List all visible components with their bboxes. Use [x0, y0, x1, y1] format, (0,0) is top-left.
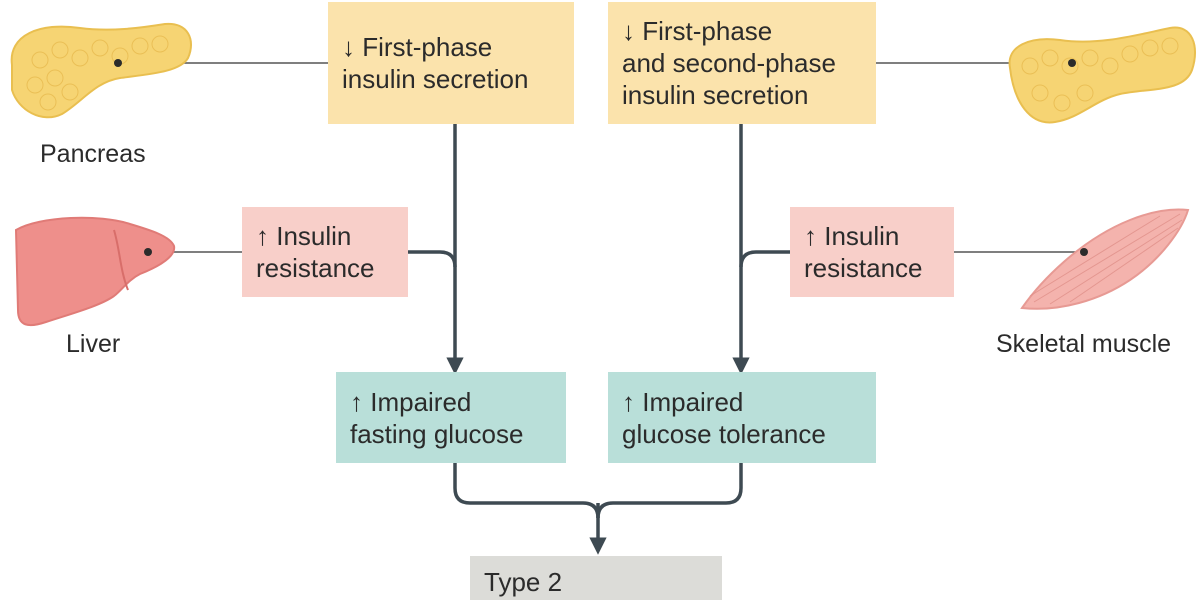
muscle-resistance-merge — [739, 250, 790, 268]
liver-label: Liver — [66, 330, 121, 358]
skeletal-muscle-illustration — [1020, 208, 1190, 310]
box-line: resistance — [804, 253, 923, 283]
liver-insulin-resistance-box: ↑ Insulin resistance — [242, 207, 408, 297]
liver-illustration — [14, 216, 176, 327]
ifg-to-outcome-line — [453, 463, 600, 519]
pancreas-label: Pancreas — [40, 140, 146, 168]
box-line: insulin secretion — [622, 80, 809, 110]
box-line: fasting glucose — [350, 418, 524, 449]
first-and-second-phase-secretion-box: ↓ First-phase and second-phase insulin s… — [608, 2, 876, 124]
box-line: and second-phase — [622, 48, 836, 78]
box-line: ↑ Insulin — [804, 221, 900, 251]
liver-resistance-merge — [408, 250, 457, 268]
impaired-fasting-glucose-box: ↑ Impaired fasting glucose — [336, 372, 566, 463]
box-line: glucose tolerance — [622, 418, 826, 449]
box-line: ↑ Impaired — [350, 386, 472, 417]
box-line: ↓ First-phase — [622, 16, 773, 46]
impaired-glucose-tolerance-box: ↑ Impaired glucose tolerance — [608, 372, 876, 463]
muscle-insulin-resistance-box: ↑ Insulin resistance — [790, 207, 954, 297]
box-line: ↑ Insulin — [256, 221, 352, 251]
pancreas-right-illustration — [1008, 26, 1196, 124]
box-line: insulin secretion — [342, 64, 529, 94]
box-line: Type 2 — [484, 567, 563, 597]
first-phase-secretion-box: ↓ First-phase insulin secretion — [328, 2, 574, 124]
box-line: resistance — [256, 253, 375, 283]
box-line: ↓ First-phase — [342, 32, 493, 62]
pancreas-left-illustration — [10, 22, 193, 119]
skeletal-muscle-label: Skeletal muscle — [996, 330, 1172, 358]
type-2-outcome-box: Type 2 — [470, 556, 722, 600]
igt-to-outcome-line — [596, 463, 743, 519]
box-line: ↑ Impaired — [622, 386, 744, 417]
